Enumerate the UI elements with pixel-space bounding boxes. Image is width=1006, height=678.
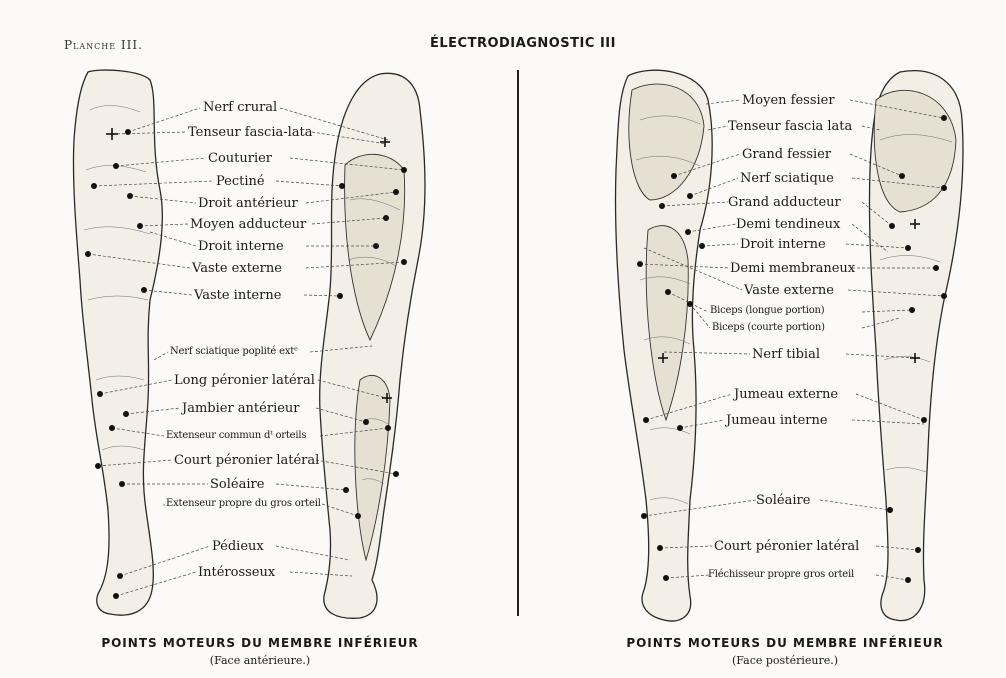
label-demi-membraneux: Demi membraneux xyxy=(730,262,855,275)
label-biceps-longue: Biceps (longue portion) xyxy=(710,306,824,316)
label-court-peronier-post: Court péronier latéral xyxy=(714,540,859,553)
label-nerf-sciatique: Nerf sciatique xyxy=(740,172,834,185)
right-subcaption: (Face postérieure.) xyxy=(590,654,980,667)
label-flechisseur-propre: Fléchisseur propre gros orteil xyxy=(708,570,854,580)
label-demi-tendineux: Demi tendineux xyxy=(736,218,840,231)
right-caption: POINTS MOTEURS DU MEMBRE INFÉRIEUR xyxy=(590,636,980,650)
label-tenseur-fascia-lata-post: Tenseur fascia lata xyxy=(728,120,852,133)
label-nerf-tibial: Nerf tibial xyxy=(752,348,820,361)
label-biceps-courte: Biceps (courte portion) xyxy=(712,323,825,333)
label-grand-adducteur: Grand adducteur xyxy=(728,196,841,209)
label-soleaire-post: Soléaire xyxy=(756,494,810,507)
label-jumeau-interne: Jumeau interne xyxy=(726,414,828,427)
label-grand-fessier: Grand fessier xyxy=(742,148,831,161)
label-vaste-externe-post: Vaste externe xyxy=(744,284,834,297)
label-jumeau-externe: Jumeau externe xyxy=(734,388,838,401)
right-caption-block: POINTS MOTEURS DU MEMBRE INFÉRIEUR (Face… xyxy=(590,636,980,667)
label-droit-interne-post: Droit interne xyxy=(740,238,826,251)
label-moyen-fessier: Moyen fessier xyxy=(742,94,835,107)
